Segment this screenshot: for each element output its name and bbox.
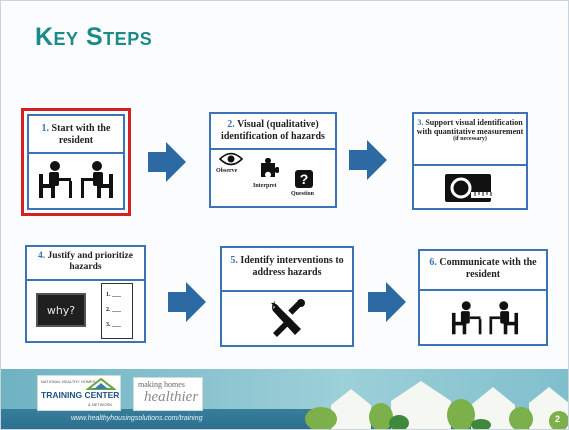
houses-illustration bbox=[305, 381, 568, 429]
logo1-sub-text: & NETWORK bbox=[88, 402, 113, 407]
step-4-text: Justify and prioritize hazards bbox=[47, 251, 134, 272]
step-3-header: 3. Support visual identification with qu… bbox=[414, 114, 526, 166]
step-1-card: 1. Start with the resident bbox=[27, 114, 125, 210]
tape-measure-icon bbox=[445, 174, 495, 202]
training-center-logo: NATIONAL HEALTHY HOMES TRAINING CENTER &… bbox=[37, 375, 121, 411]
step-2-card: 2. Visual (qualitative) identification o… bbox=[209, 112, 337, 208]
svg-text:?: ? bbox=[300, 171, 309, 187]
step-6-number: 6. bbox=[429, 257, 437, 268]
logo1-top-text: NATIONAL HEALTHY HOMES bbox=[41, 379, 96, 384]
step-2-body: Observe Interpret ? Question bbox=[211, 150, 335, 206]
priority-list: 1. ___ 2. ___ 3. ___ bbox=[101, 283, 133, 339]
step-1-header: 1. Start with the resident bbox=[29, 116, 123, 154]
eye-icon bbox=[219, 152, 243, 166]
arrow-right-icon bbox=[349, 140, 387, 180]
why-text: why? bbox=[46, 304, 76, 317]
step-3-body bbox=[414, 166, 526, 208]
arrow-right-icon bbox=[368, 282, 406, 322]
chalkboard: why? bbox=[36, 293, 86, 327]
page-number: 2 bbox=[554, 414, 560, 424]
step-2-header: 2. Visual (qualitative) identification o… bbox=[211, 114, 335, 150]
step-3-card: 3. Support visual identification with qu… bbox=[412, 112, 528, 210]
step-2-number: 2. bbox=[227, 119, 235, 130]
list-item: 1. ___ bbox=[106, 292, 121, 298]
step-1-number: 1. bbox=[41, 123, 50, 134]
step-1-highlight bbox=[21, 108, 131, 216]
list-item: 3. ___ bbox=[106, 322, 121, 328]
logo1-main-text: TRAINING CENTER bbox=[41, 390, 120, 400]
step-6-body bbox=[420, 291, 546, 344]
conversation-icon bbox=[39, 161, 113, 198]
house-logo-icon bbox=[86, 377, 116, 390]
observe-label: Observe bbox=[216, 168, 238, 174]
logo2-top-text: making homes bbox=[138, 380, 185, 389]
step-5-card: 5. Identify interventions to address haz… bbox=[220, 246, 354, 347]
step-3-number: 3. bbox=[417, 118, 424, 127]
conversation-icon bbox=[451, 301, 519, 335]
step-5-text: Identify interventions to address hazard… bbox=[240, 255, 344, 278]
step-4-body: why? 1. ___ 2. ___ 3. ___ bbox=[27, 281, 144, 341]
step-4-header: 4. Justify and prioritize hazards bbox=[27, 247, 144, 281]
step-6-card: 6. Communicate with the resident bbox=[418, 249, 548, 346]
tools-icon bbox=[271, 299, 305, 337]
step-6-header: 6. Communicate with the resident bbox=[420, 251, 546, 291]
step-5-number: 5. bbox=[230, 255, 238, 266]
step-1-text: Start with the resident bbox=[51, 123, 111, 146]
step-5-header: 5. Identify interventions to address haz… bbox=[222, 248, 352, 292]
question-icon: ? bbox=[295, 170, 313, 188]
interpret-label: Interpret bbox=[253, 183, 277, 189]
step-1-body bbox=[29, 154, 123, 208]
step-4-number: 4. bbox=[38, 251, 46, 261]
slide-title: Key Steps bbox=[35, 23, 153, 51]
puzzle-piece-icon bbox=[261, 158, 279, 177]
making-homes-healthier-logo: making homes healthier bbox=[133, 377, 203, 411]
step-3-text: Support visual identification with quant… bbox=[416, 118, 524, 137]
question-label: Question bbox=[291, 191, 315, 197]
list-item: 2. ___ bbox=[106, 307, 121, 313]
arrow-right-icon bbox=[148, 142, 186, 182]
arrow-right-icon bbox=[168, 282, 206, 322]
step-3-note: (if necessary) bbox=[453, 136, 487, 143]
step-2-text: Visual (qualitative) identification of h… bbox=[221, 119, 325, 142]
step-4-card: 4. Justify and prioritize hazards why? 1… bbox=[25, 245, 146, 343]
logo2-main-text: healthier bbox=[144, 389, 199, 405]
step-6-text: Communicate with the resident bbox=[439, 257, 537, 280]
footer-url[interactable]: www.healthyhousingsolutions.com/training bbox=[71, 415, 203, 422]
step-5-body bbox=[222, 292, 352, 345]
